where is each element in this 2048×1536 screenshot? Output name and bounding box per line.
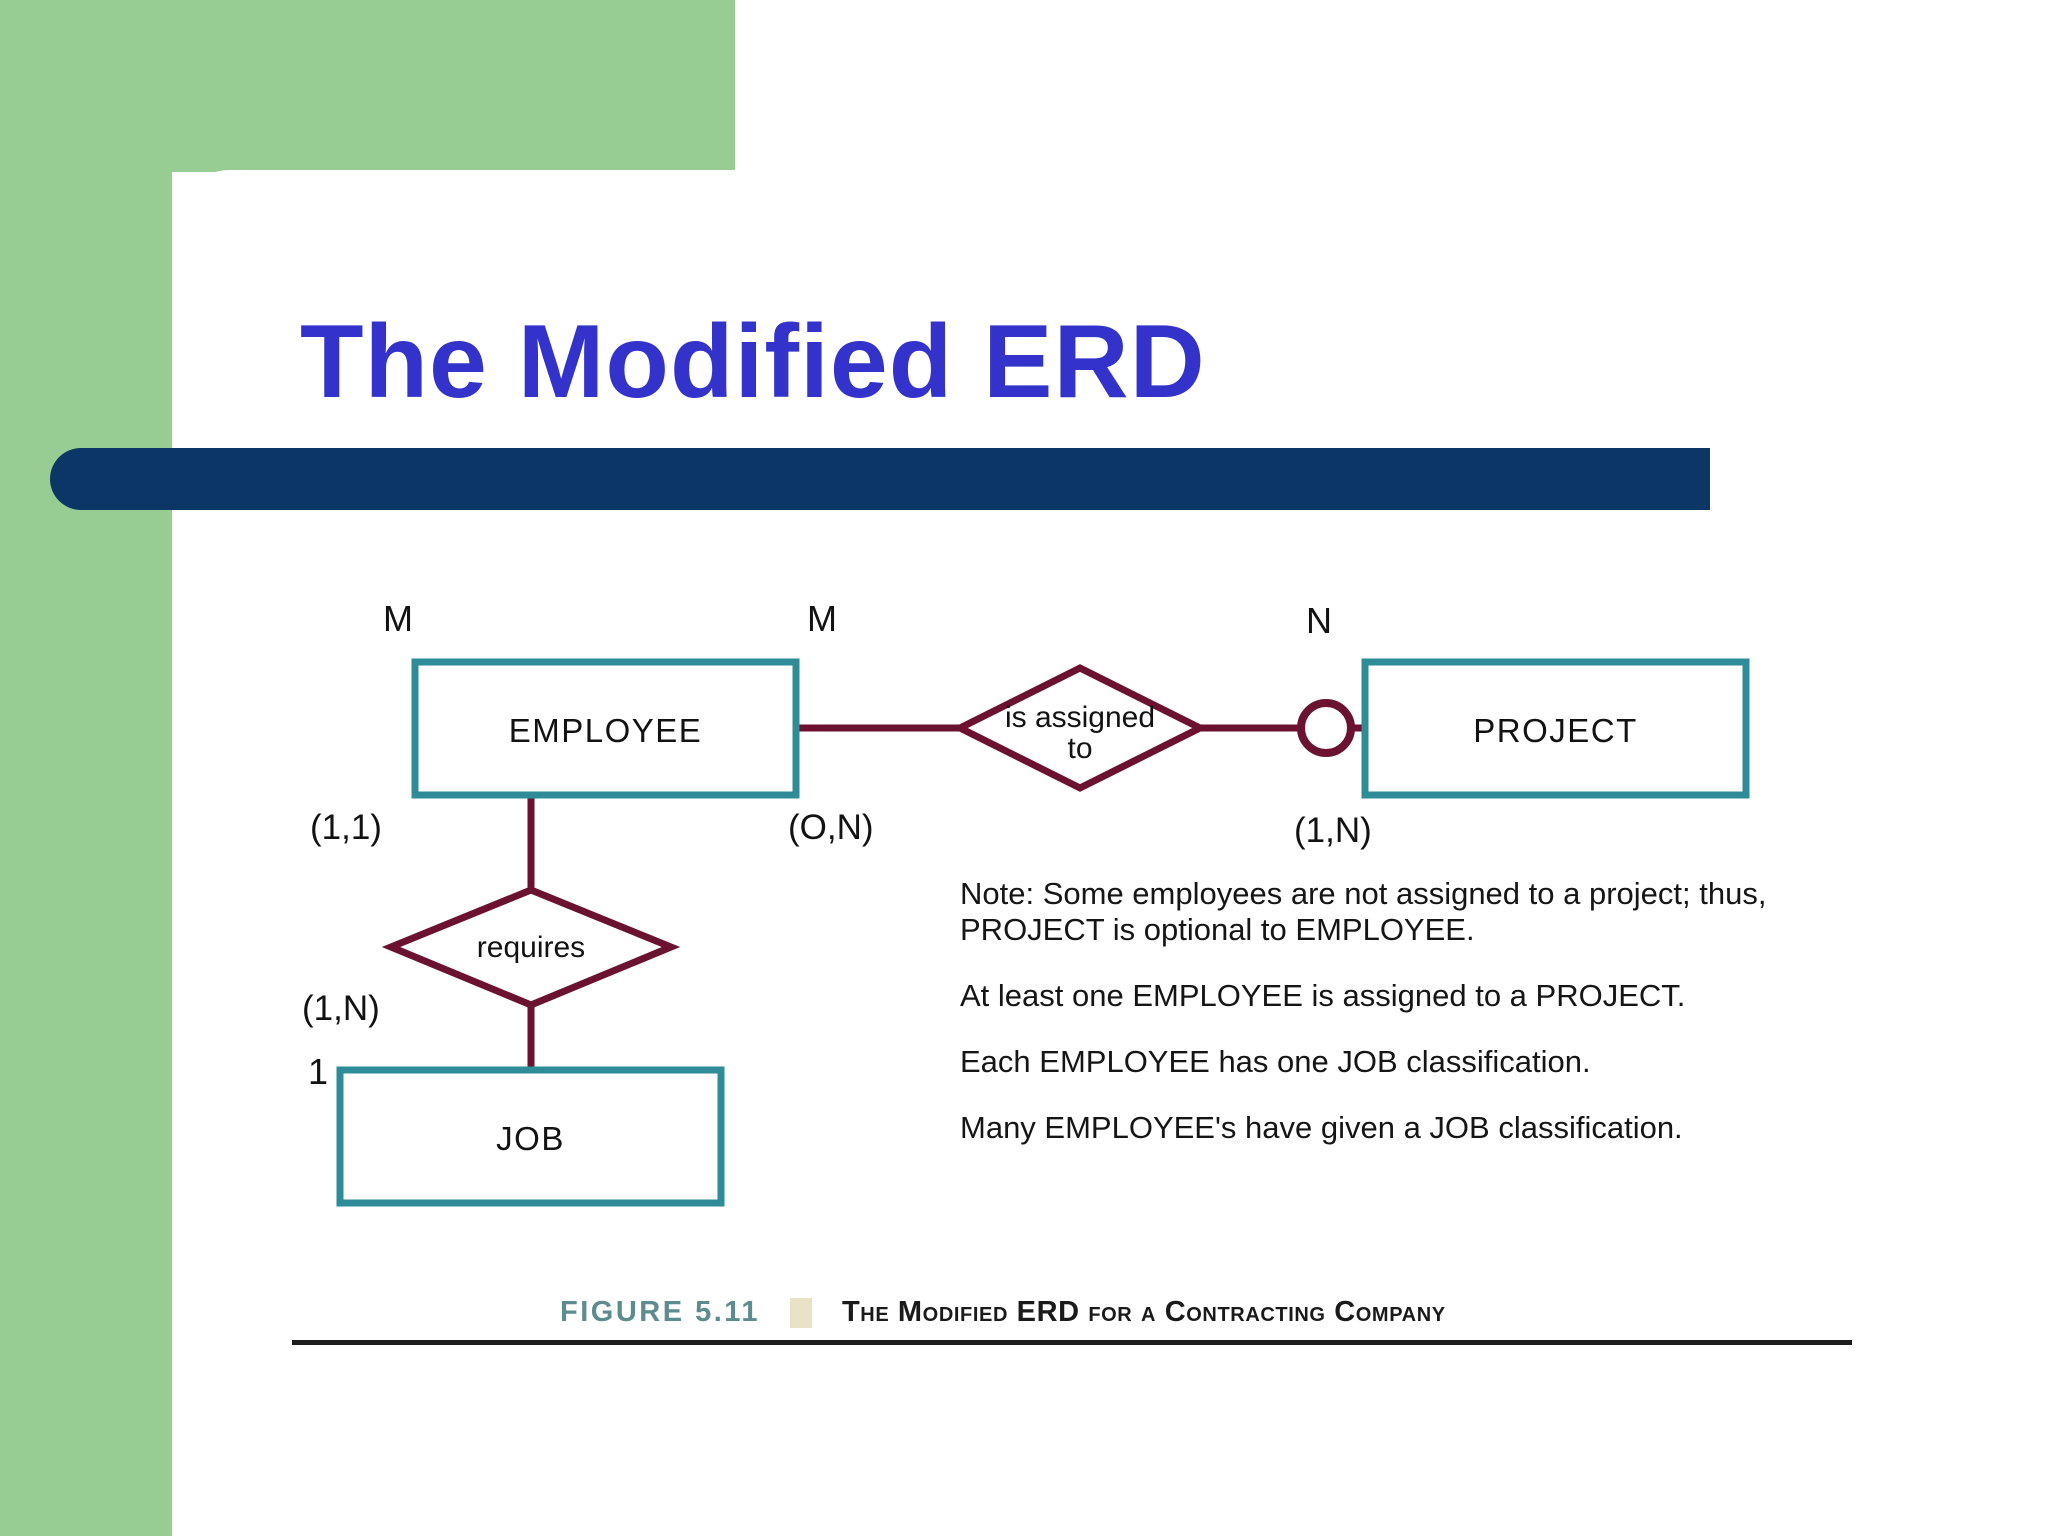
erd-figure: EMPLOYEE PROJECT JOB is assigned to requ… (280, 580, 1880, 1380)
relationship-label-line1: is assigned (1004, 701, 1156, 734)
page-title: The Modified ERD (300, 303, 1206, 420)
relationship-diamond-requires (381, 886, 681, 1009)
participation-employee-project-o-n: (O,N) (788, 808, 874, 847)
figure-caption: FIGURE 5.11 The Modified ERD for a Contr… (560, 1296, 1446, 1329)
erd-note-2: At least one EMPLOYEE is assigned to a P… (960, 977, 1686, 1013)
participation-project-1-n: (1,N) (1294, 811, 1372, 850)
participation-job-1-n: (1,N) (302, 989, 380, 1028)
erd-note-1: Note: Some employees are not assigned to… (960, 876, 1767, 947)
relationship-label-line2: to (1067, 732, 1093, 766)
relationship-label-requires: requires (476, 931, 586, 964)
optionality-circle-project (1297, 699, 1355, 757)
entity-label-employee: EMPLOYEE (508, 712, 703, 749)
relationship-diamond-is-assigned-to (952, 664, 1208, 792)
slide-content-panel (172, 170, 2048, 1536)
entity-box-project (1361, 658, 1750, 799)
figure-title: The Modified ERD for a Contracting Compa… (841, 1296, 1446, 1328)
caption-swatch-icon (789, 1297, 812, 1328)
erd-note-3: Each EMPLOYEE has one JOB classification… (960, 1043, 1591, 1079)
erd-notes: Note: Some employees are not assigned to… (960, 876, 1790, 1146)
figure-number: FIGURE 5.11 (560, 1296, 760, 1328)
cardinality-project-n: N (1306, 600, 1332, 641)
erd-note-4: Many EMPLOYEE's have given a JOB classif… (960, 1109, 1683, 1145)
decorative-green-sidebar-strip (0, 0, 172, 1536)
entity-label-project: PROJECT (1473, 712, 1638, 749)
participation-employee-1-1: (1,1) (310, 808, 382, 847)
caption-divider-rule (292, 1340, 1852, 1345)
cardinality-employee-left-m: M (383, 598, 413, 639)
erd-diagram-graphics (336, 658, 1750, 1207)
cardinality-employee-right-m: M (807, 598, 837, 639)
relationship-label-is-assigned-to: is assigned to (960, 701, 1200, 766)
entity-box-employee (411, 658, 800, 799)
entity-box-job (336, 1066, 725, 1207)
title-underline-bar (50, 448, 1710, 510)
cardinality-employee-job-1: 1 (308, 1051, 329, 1092)
entity-label-job: JOB (496, 1120, 565, 1157)
